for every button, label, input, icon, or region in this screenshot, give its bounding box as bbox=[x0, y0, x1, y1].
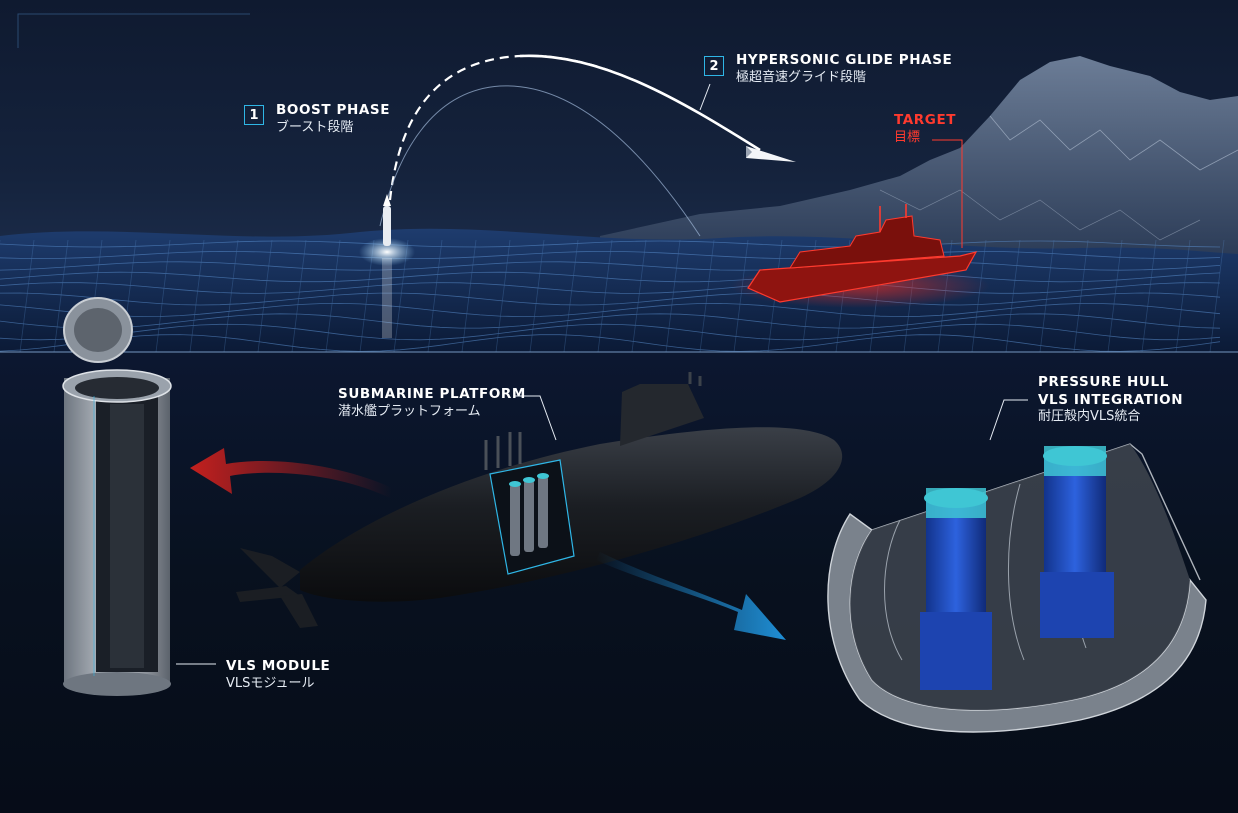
wave-line bbox=[325, 239, 341, 353]
pressure-hull-label: PRESSURE HULL VLS INTEGRATION 耐圧殻内VLS統合 bbox=[1038, 374, 1183, 426]
wave-line bbox=[0, 240, 1221, 248]
wave-line bbox=[155, 239, 171, 353]
wave-line bbox=[495, 239, 511, 353]
vls-module-label: VLS MODULE VLSモジュール bbox=[226, 658, 330, 692]
wave-line bbox=[19, 239, 35, 353]
wave-line bbox=[427, 239, 443, 353]
submarine-icon bbox=[236, 372, 843, 628]
leader-lines bbox=[176, 83, 1028, 665]
missile-icon bbox=[359, 194, 415, 338]
vls-canister-icon bbox=[62, 297, 172, 696]
wave-line bbox=[0, 250, 1221, 260]
wave-line bbox=[563, 239, 579, 353]
frame-accent bbox=[17, 13, 250, 48]
wave-line bbox=[257, 239, 273, 353]
submarine-platform-label: SUBMARINE PLATFORM 潜水艦プラットフォーム bbox=[338, 386, 526, 420]
wave-line bbox=[1005, 239, 1021, 353]
boost-phase-title: BOOST PHASE bbox=[276, 102, 391, 118]
wave-line bbox=[291, 239, 307, 353]
target-label: TARGET 目標 bbox=[894, 112, 956, 146]
wave-line bbox=[597, 239, 613, 353]
wave-line bbox=[699, 239, 715, 353]
glide-phase-number: 2 bbox=[704, 56, 724, 76]
wave-line bbox=[1175, 239, 1191, 353]
wave-line bbox=[1107, 239, 1123, 353]
arrow-left-icon bbox=[190, 448, 392, 498]
glide-phase-subtitle: 極超音速グライド段階 bbox=[736, 69, 867, 85]
vls-module-subtitle: VLSモジュール bbox=[226, 675, 315, 691]
wave-line bbox=[0, 292, 1221, 306]
wave-line bbox=[0, 313, 1221, 329]
wave-line bbox=[631, 239, 647, 353]
wave-line bbox=[529, 239, 545, 353]
vls-module-title: VLS MODULE bbox=[226, 658, 331, 674]
wave-line bbox=[0, 282, 1221, 294]
pressure-hull-title-line1: PRESSURE HULL bbox=[1038, 374, 1169, 390]
submarine-platform-subtitle: 潜水艦プラットフォーム bbox=[338, 403, 481, 419]
glide-phase-label: HYPERSONIC GLIDE PHASE 極超音速グライド段階 bbox=[736, 52, 952, 86]
boost-phase-number: 1 bbox=[244, 105, 264, 125]
boost-phase-label: BOOST PHASE ブースト段階 bbox=[276, 102, 390, 136]
wave-line bbox=[733, 239, 749, 353]
wave-line bbox=[1209, 239, 1225, 353]
glide-vehicle-icon bbox=[746, 146, 796, 162]
wave-line bbox=[0, 261, 1221, 271]
wave-line bbox=[1039, 239, 1055, 353]
wave-line bbox=[223, 239, 239, 353]
wave-line bbox=[665, 239, 681, 353]
wave-line bbox=[461, 239, 477, 353]
target-title: TARGET bbox=[894, 112, 957, 128]
pressure-hull-subtitle: 耐圧殻内VLS統合 bbox=[1038, 409, 1141, 425]
hull-section-icon bbox=[827, 443, 1207, 733]
wave-line bbox=[1073, 239, 1089, 353]
wave-line bbox=[0, 271, 1221, 283]
warship-icon bbox=[730, 204, 990, 308]
wave-line bbox=[0, 334, 1221, 352]
wave-line bbox=[1141, 239, 1157, 353]
glide-phase-title: HYPERSONIC GLIDE PHASE bbox=[736, 52, 953, 68]
wave-line bbox=[971, 239, 987, 353]
wave-line bbox=[53, 239, 69, 353]
wave-line bbox=[0, 323, 1221, 341]
arrow-right-icon bbox=[596, 552, 786, 640]
submarine-platform-title: SUBMARINE PLATFORM bbox=[338, 386, 526, 402]
wave-line bbox=[189, 239, 205, 353]
wave-line bbox=[0, 302, 1221, 318]
mountain-range bbox=[600, 56, 1238, 268]
pressure-hull-title-line2: VLS INTEGRATION bbox=[1038, 391, 1184, 408]
trajectory-path bbox=[379, 54, 761, 237]
target-subtitle: 目標 bbox=[894, 129, 921, 145]
boost-phase-subtitle: ブースト段階 bbox=[276, 119, 354, 135]
